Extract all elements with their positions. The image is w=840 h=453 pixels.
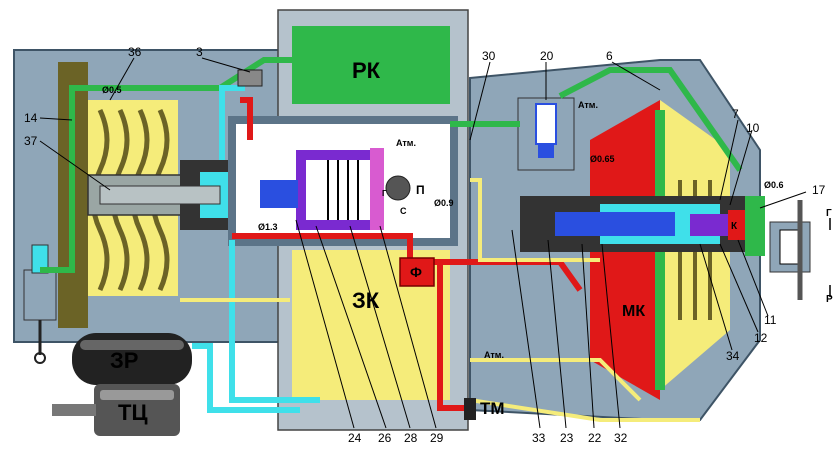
filter-f	[399, 257, 435, 287]
label-p: П	[416, 183, 425, 197]
left-rod	[99, 185, 221, 205]
diameter-05: Ø0.5	[102, 85, 122, 95]
plug-3	[237, 69, 263, 87]
diameter-09: Ø0.9	[434, 198, 454, 208]
label-f: Ф	[410, 264, 422, 280]
callout-26: 26	[378, 431, 392, 445]
callout-12: 12	[754, 331, 768, 345]
rk-chamber	[292, 26, 450, 104]
left-bottom-handle-ring	[34, 352, 46, 364]
callout-23: 23	[560, 431, 574, 445]
callout-3: 3	[196, 45, 203, 59]
callout-36: 36	[128, 45, 142, 59]
callout-29: 29	[430, 431, 444, 445]
label-rk: РК	[352, 58, 381, 83]
atm-bottom: Атм.	[484, 350, 504, 360]
callout-7: 7	[732, 107, 739, 121]
yellow-pipes	[180, 178, 700, 422]
label-s: С	[400, 206, 407, 216]
label-mk: МК	[622, 303, 645, 320]
callouts: 36 3 14 37 30 20 6 7 10 17 11 12 34 24 2…	[24, 45, 826, 445]
callout-22: 22	[588, 431, 602, 445]
callout-17: 17	[812, 183, 826, 197]
right-endcap	[745, 196, 765, 256]
tm-coupling	[464, 398, 476, 420]
label-tm: ТМ	[480, 399, 505, 418]
right-purple-core	[690, 214, 738, 236]
label-k: К	[731, 221, 738, 232]
tc-rod	[52, 404, 96, 416]
callout-32: 32	[614, 431, 628, 445]
k-red-chamber	[728, 210, 750, 240]
callout-28: 28	[404, 431, 418, 445]
valve-spring-26	[327, 160, 359, 220]
marker-r: Р	[826, 294, 833, 305]
callout-30: 30	[482, 49, 496, 63]
valve-pink-seat	[370, 148, 384, 230]
callout-6: 6	[606, 49, 613, 63]
callout-33: 33	[532, 431, 546, 445]
callout-24: 24	[348, 431, 362, 445]
callout-20: 20	[540, 49, 554, 63]
diameter-06: Ø0.6	[764, 180, 784, 190]
diameter-13: Ø1.3	[258, 222, 278, 232]
label-g-small: Г	[382, 189, 387, 198]
valve-20-spring	[535, 103, 557, 145]
label-tc: ТЦ	[118, 400, 148, 425]
callout-37: 37	[24, 134, 38, 148]
callout-11: 11	[764, 313, 777, 327]
zr-tank-highlight	[80, 340, 184, 350]
callout-34: 34	[726, 349, 740, 363]
valve-20-plug	[538, 144, 554, 158]
cyan-pipes	[192, 85, 320, 413]
right-blue-stem	[555, 212, 675, 236]
callout-14: 14	[24, 111, 38, 125]
diameter-065: Ø0.65	[590, 154, 615, 164]
atm-top-left: Атм.	[396, 138, 416, 148]
marker-g: Г	[826, 208, 832, 219]
valve-blue-insert	[260, 180, 298, 208]
label-zr: ЗР	[110, 348, 138, 373]
label-zk: ЗК	[352, 288, 380, 313]
left-bottom-valve	[23, 269, 57, 321]
atm-top-right: Атм.	[578, 100, 598, 110]
callout-10: 10	[746, 121, 760, 135]
tc-cylinder-highlight	[100, 390, 174, 400]
valve-knob	[385, 175, 411, 201]
